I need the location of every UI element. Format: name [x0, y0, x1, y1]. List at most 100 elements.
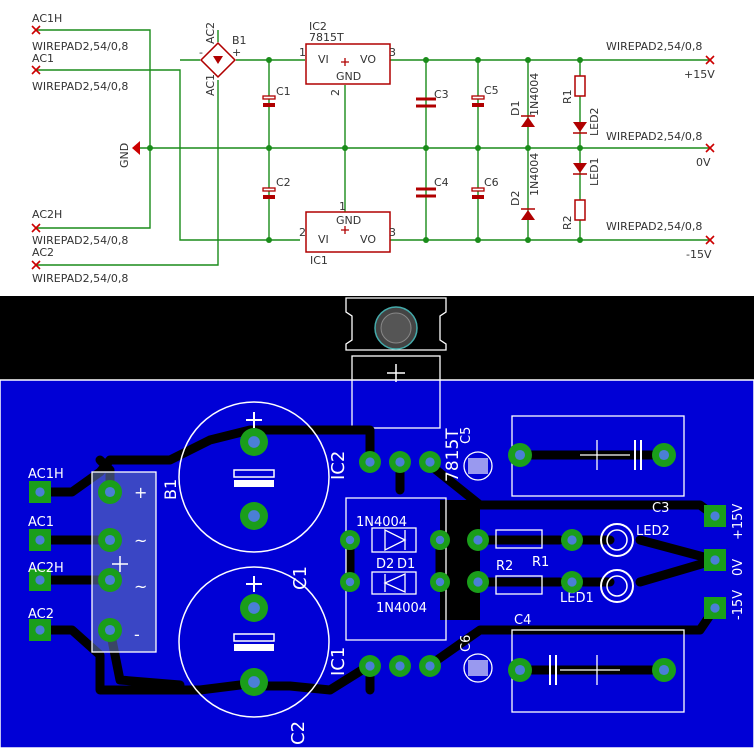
out-gnd-pkg: WIREPAD2,54/0,8 [606, 130, 702, 143]
led1-footprint: LED1 [560, 569, 634, 606]
pad-ic1-2 [389, 655, 411, 677]
pcb-c4-label: C4 [514, 613, 531, 628]
pad-ac2 [29, 619, 51, 641]
cap-c2-symbol: C2 [262, 176, 291, 199]
pcb-out-pos-label: +15V [731, 504, 746, 540]
pcb-pads [29, 428, 726, 696]
diodes-schematic: D1 1N4004 D2 1N4004 [509, 73, 541, 220]
junction-dots [147, 57, 583, 243]
ic1-pin3: 3 [389, 226, 396, 239]
out-gnd-value: 0V [696, 156, 711, 169]
ic2-origin-icon [341, 58, 349, 66]
resistor-r2-footprint: R2 [495, 559, 543, 595]
pad-ic2-2 [389, 451, 411, 473]
pad-out-gnd [704, 549, 726, 571]
pad-d2-a [340, 572, 360, 592]
pad-ac2h [29, 569, 51, 591]
led2-footprint: LED2 [600, 523, 670, 557]
pcb-led1-label: LED1 [560, 591, 594, 606]
b1-name: B1 [232, 34, 247, 47]
pcb-c3-label: C3 [652, 501, 669, 516]
pcb-ac1-label: AC1 [28, 515, 54, 530]
pcb-r2-label: R2 [496, 559, 513, 574]
pad-ac1 [29, 529, 51, 551]
ac1-name: AC1 [32, 52, 54, 65]
pcb-d1-value: 1N4004 [356, 515, 407, 530]
d1-value: 1N4004 [528, 73, 541, 116]
pad-r1-b [561, 529, 583, 551]
led1-icon [606, 575, 628, 597]
pcb-led2-label: LED2 [636, 524, 670, 539]
led2-diode-icon [573, 122, 587, 132]
c4-label: C4 [434, 176, 449, 189]
pad-c3-b [652, 443, 676, 467]
ic1-name: IC1 [310, 254, 328, 267]
b1-pin-ac-1: ~ [134, 531, 147, 550]
ac2-pad-icon [31, 260, 41, 270]
diode-d1-footprint: 1N4004 D1 [356, 515, 417, 572]
ground-plane-area [440, 500, 480, 620]
pad-d2-k [430, 572, 450, 592]
regulator-ic1: IC1 VI VO GND 1 2 3 [299, 200, 396, 267]
pcb-d1-label: D1 [397, 557, 415, 572]
pcb-b1-label: B1 [161, 479, 180, 500]
out-gnd-pad-icon [705, 143, 715, 153]
pcb-r1-label: R1 [532, 555, 549, 570]
ac1h-name: AC1H [32, 12, 62, 25]
pad-c2-minus [240, 668, 268, 696]
pad-d1-a [340, 530, 360, 550]
pcb-out-neg-label: -15V [731, 590, 746, 620]
ic1-footprint: IC1 [328, 497, 447, 676]
pad-c1-minus [240, 502, 268, 530]
resistor-r1-footprint: R1 [495, 529, 549, 570]
ic2-footprint: IC2 7815T [328, 428, 463, 482]
schematic: GND AC1H WIREPAD2,54/0,8 AC1 WIREPAD2,54… [0, 0, 754, 296]
cap-c6-symbol: C6 [471, 176, 499, 199]
pad-c2-plus [240, 594, 268, 622]
gnd-symbol-icon [132, 141, 140, 155]
out-pos-value: +15V [684, 68, 715, 81]
d1-diode-icon [384, 528, 407, 552]
ic2-value: 7815T [309, 31, 344, 44]
pcb-c6-label: C6 [459, 635, 474, 652]
d2-value: 1N4004 [528, 153, 541, 196]
cap-c1-symbol: C1 [262, 85, 291, 107]
ic2-gnd: GND [336, 70, 361, 83]
ic1-pin2: 2 [299, 226, 306, 239]
out-neg-pad-icon [705, 235, 715, 245]
pcb-d2-label: D2 [376, 557, 394, 572]
ic2-name: IC2 [309, 20, 327, 33]
out-pos-pkg: WIREPAD2,54/0,8 [606, 40, 702, 53]
ac2h-name: AC2H [32, 208, 62, 221]
pad-r1-a [467, 529, 489, 551]
cap-c4-symbol: C4 [416, 176, 449, 198]
cap-c2-footprint: C2 [178, 566, 330, 745]
ac1h-pkg: WIREPAD2,54/0,8 [32, 40, 128, 53]
d2-diode-icon [521, 210, 535, 220]
pad-b1-ac2 [98, 568, 122, 592]
bridge-diode-icon [213, 56, 223, 64]
b1-ac1-pin: AC1 [204, 74, 217, 96]
pcb-ac2-label: AC2 [28, 607, 54, 622]
out-neg-value: -15V [686, 248, 712, 261]
pad-ac1h [29, 481, 51, 503]
pcb-ac2h-label: AC2H [28, 561, 64, 576]
ic1-vi: VI [318, 233, 329, 246]
pad-out-pos [704, 505, 726, 527]
d2-diode-icon [383, 572, 406, 594]
cap-c5-symbol: C5 [471, 84, 499, 107]
d1-diode-icon [521, 117, 535, 127]
pad-ic2-3 [419, 451, 441, 473]
ic1-vo: VO [360, 233, 376, 246]
cap-c1-footprint: C1 [178, 401, 330, 590]
led2-icon [606, 529, 628, 551]
ic1-origin-icon [341, 226, 349, 234]
pad-c4-a [508, 658, 532, 682]
pcb-d2-value: 1N4004 [376, 601, 427, 616]
pcb-ic2-value: 7815T [443, 428, 463, 482]
d2-label: D2 [509, 191, 522, 206]
c6-label: C6 [484, 176, 499, 189]
resistors-leds-schematic: R1 R2 LED2 LED1 [561, 75, 601, 230]
